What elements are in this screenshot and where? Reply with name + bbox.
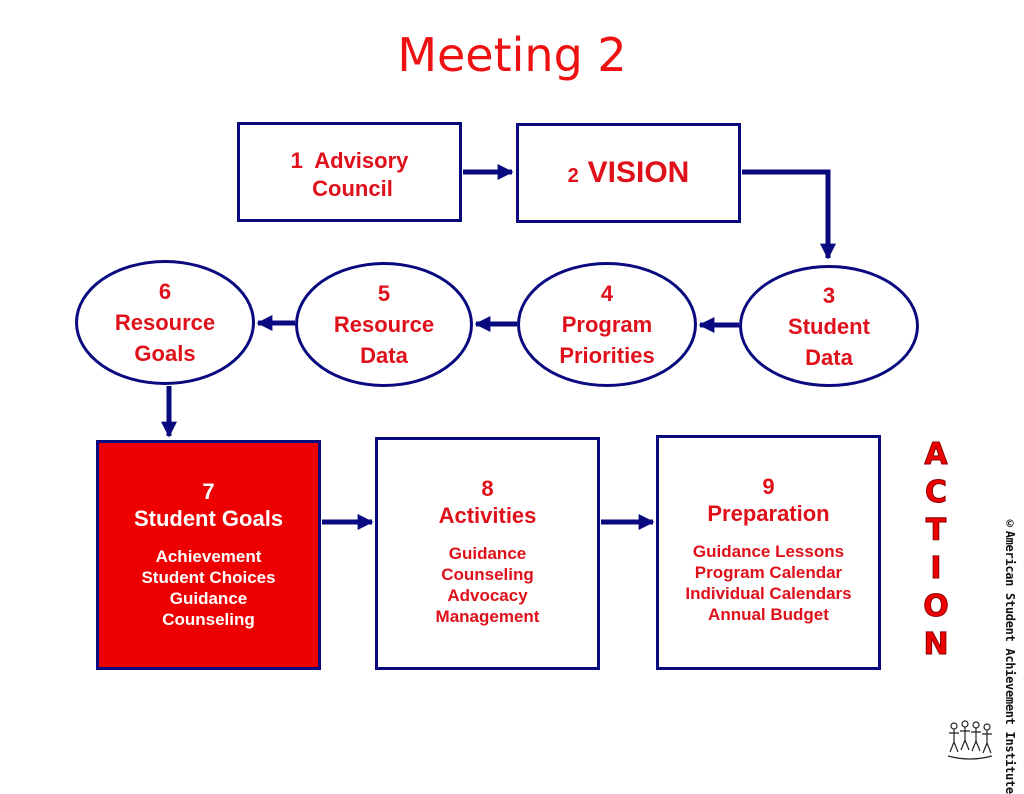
step-9-item: Guidance Lessons — [692, 542, 845, 561]
action-letter: O — [923, 589, 949, 625]
step-8-number: 8 — [481, 476, 494, 501]
step-8-item: Management — [435, 607, 540, 626]
step-9-number: 9 — [762, 474, 775, 499]
step-6-resource-goals: 6 Resource Goals — [75, 260, 255, 385]
step-3-line-2: Data — [805, 344, 853, 370]
institute-logo-icon — [947, 720, 993, 760]
step-6-line-1: Resource — [114, 310, 216, 335]
step-4-program-priorities: 4 Program Priorities — [517, 262, 697, 387]
action-letter: C — [924, 475, 948, 511]
step-1-number: 1 — [290, 148, 303, 173]
step-8-activities: 8 Activities Guidance Counseling Advocac… — [375, 437, 600, 670]
step-8-item: Counseling — [441, 565, 534, 584]
step-7-number: 7 — [202, 479, 215, 504]
step-5-number: 5 — [377, 281, 391, 306]
step-3-line-1: Student — [788, 313, 870, 339]
step-9-item: Program Calendar — [694, 563, 843, 582]
page-title: Meeting 2 — [397, 28, 627, 82]
step-4-line-2: Priorities — [559, 343, 655, 368]
step-1-label: Advisory — [314, 148, 409, 173]
action-letter: N — [923, 627, 949, 663]
step-5-line-2: Data — [360, 343, 408, 368]
step-9-item: Individual Calendars — [685, 584, 852, 603]
step-9-heading: Preparation — [707, 501, 830, 526]
step-5-line-1: Resource — [333, 312, 435, 337]
step-8-item: Guidance — [448, 544, 527, 563]
step-2-vision: 2 VISION — [516, 123, 741, 223]
step-9-preparation: 9 Preparation Guidance Lessons Program C… — [656, 435, 881, 670]
step-4-line-1: Program — [561, 312, 653, 337]
step-7-item: Guidance — [169, 589, 248, 608]
step-3-number: 3 — [822, 282, 836, 308]
step-7-item: Student Choices — [141, 568, 276, 587]
flow-arrows — [160, 163, 837, 531]
step-6-line-2: Goals — [134, 341, 196, 366]
action-letter: A — [924, 437, 948, 473]
step-7-student-goals: 7 Student Goals Achievement Student Choi… — [96, 440, 321, 670]
step-2-number: 2 — [567, 165, 579, 187]
step-9-item: Annual Budget — [708, 605, 829, 624]
step-1-label-2: Council — [312, 176, 393, 201]
step-5-resource-data: 5 Resource Data — [295, 262, 473, 387]
step-1-advisory-council: 1 Advisory Council — [237, 122, 462, 222]
step-2-label: VISION — [587, 156, 690, 189]
step-8-item: Advocacy — [447, 586, 528, 605]
action-letter: I — [930, 551, 942, 587]
step-6-number: 6 — [158, 279, 172, 304]
step-7-item: Counseling — [162, 610, 255, 629]
step-8-heading: Activities — [438, 503, 537, 528]
action-label: A C T I O N — [914, 436, 958, 664]
step-7-heading: Student Goals — [133, 506, 284, 531]
step-7-item: Achievement — [155, 547, 262, 566]
step-4-number: 4 — [600, 281, 614, 306]
copyright-text: ©American Student Achievement Institute — [1003, 517, 1017, 794]
action-letter: T — [925, 513, 947, 549]
arrow-2-to-3 — [742, 169, 837, 260]
step-3-student-data: 3 Student Data — [739, 265, 919, 387]
